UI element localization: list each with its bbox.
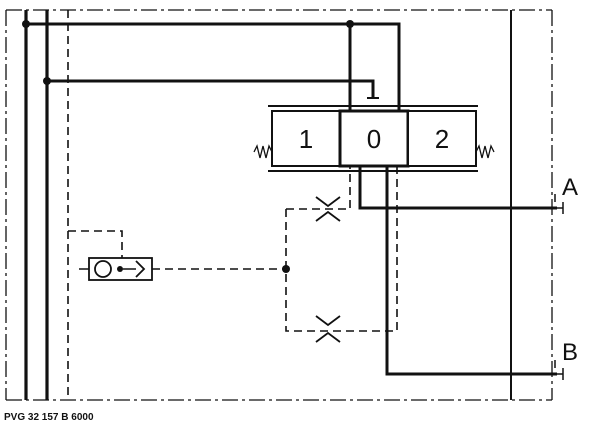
junction-dot (43, 77, 51, 85)
work-port-lines (358, 166, 557, 376)
junction-dot (22, 20, 30, 28)
spool-position-0: 0 (367, 124, 381, 154)
junction-dot (346, 20, 354, 28)
spring-left-icon (253, 144, 273, 159)
orifice-icon (315, 196, 341, 222)
directional-valve (268, 105, 478, 172)
spool-position-1: 1 (299, 124, 313, 154)
boundary-frame (5, 9, 553, 401)
junction-dot (282, 265, 290, 273)
pilot-lines (68, 166, 398, 332)
spring-right-icon (475, 144, 495, 159)
shuttle-valve-icon (79, 257, 153, 281)
port-b-label: B (562, 339, 578, 366)
pressure-lines (26, 22, 401, 111)
main-supply-lines (24, 10, 49, 400)
port-end-marks (554, 194, 564, 380)
port-a-label: A (562, 174, 578, 201)
drawing-code: PVG 32 157 B 6000 (4, 412, 94, 423)
orifice-icon (315, 315, 341, 343)
spool-position-2: 2 (435, 124, 449, 154)
